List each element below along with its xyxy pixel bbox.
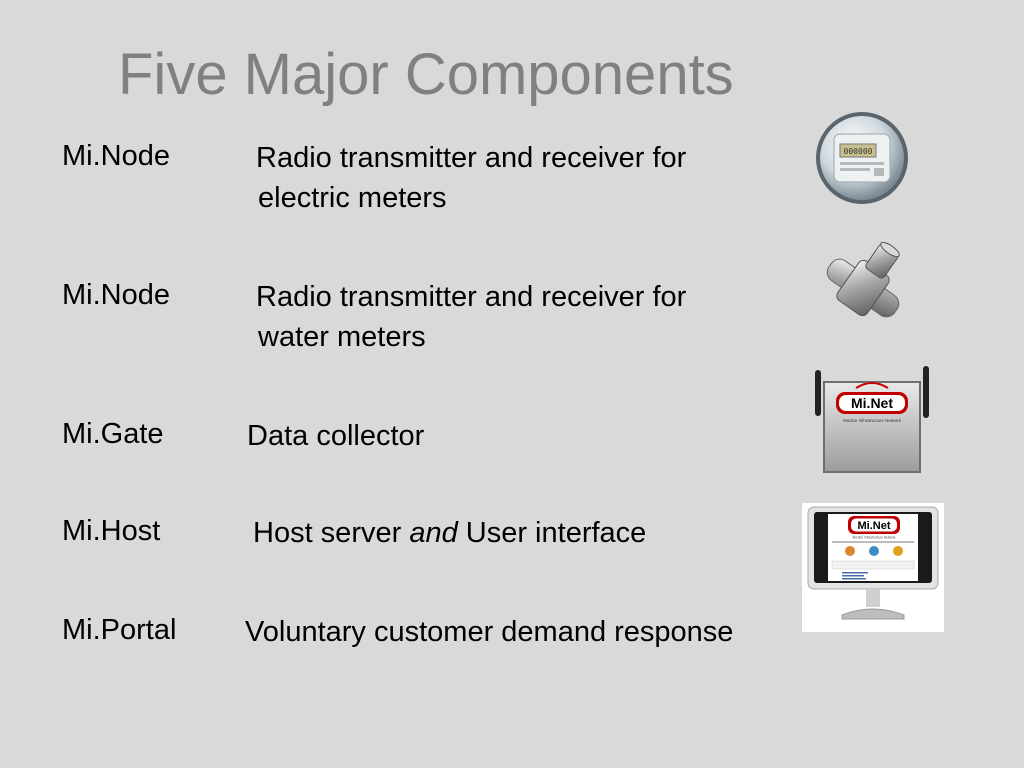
water-meter-image (826, 241, 900, 318)
description-text: Voluntary customer demand response (245, 616, 734, 648)
slide-title: Five Major Components (118, 42, 734, 107)
component-description: Radio transmitter and receiver for water… (256, 277, 686, 357)
component-description: Voluntary customer demand response (245, 612, 733, 652)
description-line-2: water meters (258, 321, 426, 353)
description-emphasis: and (409, 517, 458, 549)
component-description: Data collector (247, 416, 424, 456)
description-line-1: Radio transmitter and receiver for (256, 281, 687, 313)
description-line-2: electric meters (258, 182, 447, 214)
gateway-tagline: Monitor Infrastructure Network (843, 418, 902, 423)
component-description: Host server and User interface (253, 513, 646, 553)
gateway-logo-text: Mi.Net (851, 395, 893, 411)
description-text: Data collector (247, 420, 425, 452)
host-tagline: Monitor Infrastructure Network (853, 536, 896, 540)
meter-display-readout: 000000 (844, 147, 873, 156)
component-name: Mi.Gate (62, 418, 164, 450)
description-line-1: Radio transmitter and receiver for (256, 142, 687, 174)
component-name: Mi.Node (62, 140, 170, 172)
gateway-image: Mi.Net Monitor Infrastructure Network (815, 366, 929, 473)
component-description: Radio transmitter and receiver for elect… (256, 138, 686, 218)
component-name: Mi.Portal (62, 614, 177, 646)
electric-meter-image: 000000 (816, 112, 908, 204)
host-monitor-image: Mi.Net Monitor Infrastructure Network (802, 503, 944, 632)
component-name: Mi.Host (62, 515, 161, 547)
description-text: User interface (457, 517, 647, 549)
host-logo-text: Mi.Net (858, 520, 891, 532)
description-text: Host server (253, 517, 410, 549)
component-name: Mi.Node (62, 279, 170, 311)
